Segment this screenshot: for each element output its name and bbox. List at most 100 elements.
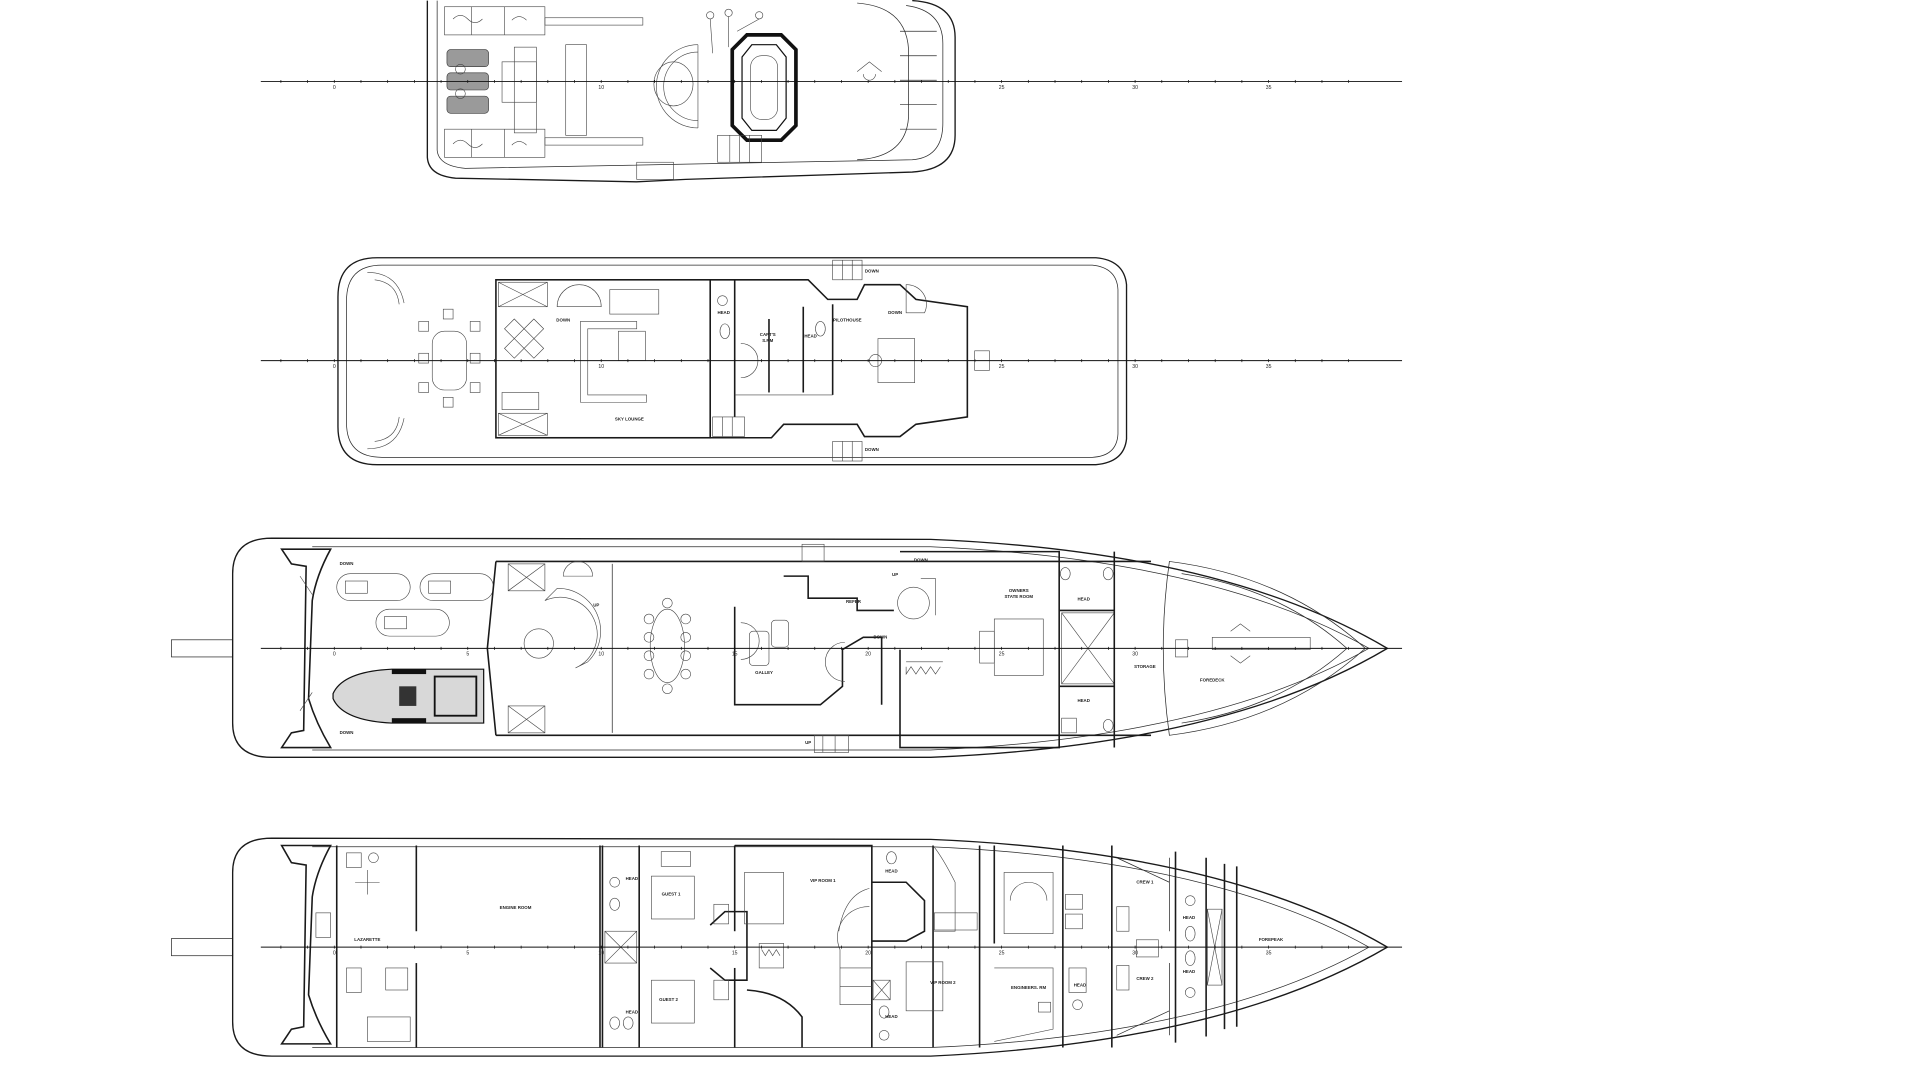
sun-loungers-top [444, 6, 644, 36]
frame-tick-label: 10 [598, 85, 604, 91]
jacuzzi [730, 33, 798, 143]
label-down: DOWN [556, 317, 570, 322]
frame-tick-label: 10 [598, 652, 604, 658]
label-up: UP [593, 603, 599, 608]
label-forepeak: FOREPEAK [1259, 937, 1284, 942]
galley-walls [733, 543, 936, 753]
sun-deck-plan: 0 10 25 30 35 [260, 0, 1403, 183]
frame-tick-label: 0 [333, 364, 336, 370]
bridge-deck-hull [337, 257, 1128, 466]
label-galley: GALLEY [755, 670, 773, 675]
lazarette-walls [335, 845, 418, 1048]
frame-tick-label: 35 [1266, 364, 1272, 370]
label-owners-stateroom-2: STATE ROOM [1004, 594, 1033, 599]
frame-tick-label: 5 [466, 950, 469, 956]
frame-tick-label: 25 [999, 652, 1005, 658]
label-refer: REFER [846, 599, 862, 604]
label-vip-room-1: VIP ROOM 1 [810, 878, 836, 883]
label-down: DOWN [340, 730, 354, 735]
sun-deck-hull [426, 0, 956, 183]
label-down: DOWN [873, 635, 887, 640]
label-down: DOWN [865, 447, 879, 452]
frame-tick-label: 0 [333, 950, 336, 956]
main-deck-hull [231, 537, 1389, 759]
label-head: HEAD [804, 333, 816, 338]
frame-tick-label: 0 [333, 652, 336, 658]
label-vip-room-2: VIP ROOM 2 [930, 980, 956, 985]
bridge-deck-plan: DOWN HEAD CAPT'S S.RM HEAD PILOTHOUSE DO… [260, 257, 1403, 466]
guest-cabins [601, 845, 748, 1048]
owners-stateroom-walls [899, 550, 1116, 749]
label-guest-2: GUEST 2 [659, 997, 678, 1002]
label-head: HEAD [626, 876, 638, 881]
frame-tick-label: 15 [732, 652, 738, 658]
sun-bar [565, 44, 587, 136]
lower-aft-stairs [280, 844, 333, 1045]
tender [332, 668, 485, 724]
sun-sofa [513, 46, 537, 134]
sky-lounge-furniture [498, 281, 660, 436]
frame-tick-label: 35 [1266, 950, 1272, 956]
main-deck-plan: DOWN DOWN UP GALLEY REFER UP DOWN DOWN U… [171, 537, 1403, 759]
main-tick-marks: 0 5 10 15 20 25 30 [280, 646, 1350, 658]
frame-tick-label: 25 [999, 950, 1005, 956]
frame-tick-label: 10 [598, 950, 604, 956]
sun-pads-aft [446, 49, 489, 114]
label-down: DOWN [888, 310, 902, 315]
sun-tick-marks: 0 10 25 30 35 [280, 79, 1350, 91]
label-sky-lounge: SKY LOUNGE [615, 417, 644, 422]
frame-tick-label: 20 [865, 652, 871, 658]
label-head: HEAD [1077, 698, 1089, 703]
label-crew-2: CREW 2 [1136, 976, 1154, 981]
frame-tick-label: 30 [1132, 85, 1138, 91]
frame-tick-label: 30 [1132, 950, 1138, 956]
sky-lounge-walls [495, 279, 711, 439]
vip-cabins [734, 844, 873, 1048]
label-down: DOWN [865, 268, 879, 273]
label-head: HEAD [717, 310, 729, 315]
frame-tick-label: 0 [333, 85, 336, 91]
lower-deck-hull [231, 837, 1389, 1057]
vip-2-and-stair [871, 845, 978, 1048]
frame-tick-label: 30 [1132, 364, 1138, 370]
sun-deck-coaming [857, 2, 909, 161]
label-owners-stateroom: OWNERS [1009, 588, 1029, 593]
label-engine-room: ENGINE ROOM [500, 905, 532, 910]
label-capts-sr: CAPT'S [760, 332, 776, 337]
label-head: HEAD [1183, 915, 1195, 920]
label-head: HEAD [1183, 969, 1195, 974]
frame-tick-label: 25 [999, 85, 1005, 91]
sun-loungers-bottom [444, 128, 644, 158]
label-lazarette: LAZARETTE [354, 937, 380, 942]
frame-tick-label: 10 [598, 364, 604, 370]
foredeck [1162, 561, 1366, 736]
label-head: HEAD [1074, 982, 1086, 987]
frame-tick-label: 30 [1132, 652, 1138, 658]
label-head: HEAD [885, 1014, 897, 1019]
frame-tick-label: 20 [865, 950, 871, 956]
frame-tick-label: 35 [1266, 85, 1272, 91]
label-down: DOWN [914, 557, 928, 562]
label-up: UP [805, 740, 811, 745]
bridge-deck-inner-edge [346, 264, 1119, 458]
lower-tick-marks: 0 5 10 15 20 25 30 35 [280, 945, 1350, 956]
lower-swim-platform [171, 938, 234, 957]
label-crew-1: CREW 1 [1136, 879, 1154, 884]
label-up: UP [892, 572, 898, 577]
label-pilothouse: PILOTHOUSE [833, 317, 862, 322]
label-foredeck: FOREDECK [1200, 677, 1225, 682]
label-capts-sr-2: S.RM [762, 338, 773, 343]
label-head: HEAD [885, 868, 897, 873]
label-head: HEAD [626, 1009, 638, 1014]
sun-deck-inner-edge [436, 0, 944, 169]
sun-persons [706, 8, 764, 54]
sun-table [501, 61, 537, 103]
frame-tick-label: 5 [466, 652, 469, 658]
label-engineers-room: ENGINEERS. RM [1011, 985, 1046, 990]
sun-stairs [636, 135, 762, 180]
frame-tick-label: 15 [732, 950, 738, 956]
label-down: DOWN [340, 561, 354, 566]
main-swim-platform [171, 639, 234, 658]
sun-foredeck-slats [856, 30, 937, 130]
